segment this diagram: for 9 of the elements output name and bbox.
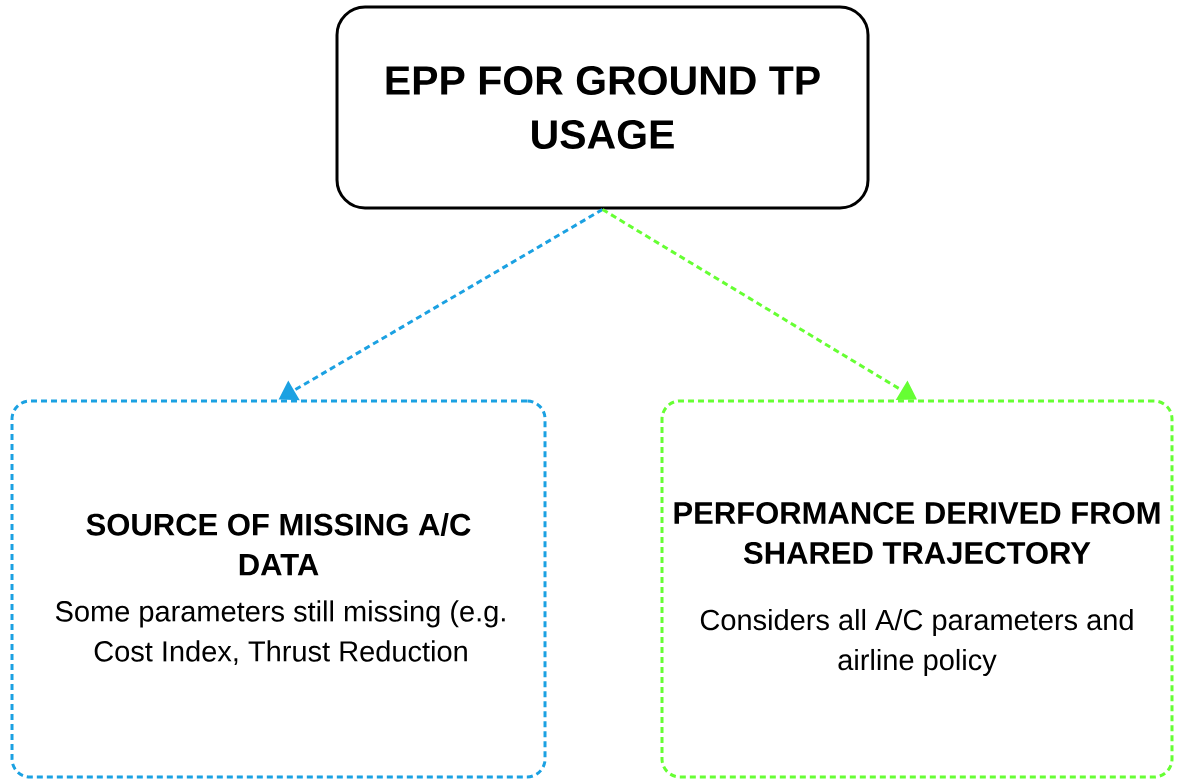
- dashed-box: [660, 399, 1174, 779]
- heading: EPP FOR GROUND TP USAGE: [386, 66, 820, 149]
- dashed-box: [10, 399, 547, 779]
- heading: PERFORMANCE DERIVED FROM SHARED TRAJECTORY: [674, 502, 1160, 564]
- body-text: Considers all A/C parameters and airline policy: [700, 608, 1133, 676]
- heading: SOURCE OF MISSING A/C DATA: [86, 512, 471, 576]
- body-text: Some parameters still missing (e.g. Cost Index, Thrust Reduction: [55, 600, 505, 666]
- arrow: [601, 208, 917, 400]
- title-box: [335, 5, 870, 210]
